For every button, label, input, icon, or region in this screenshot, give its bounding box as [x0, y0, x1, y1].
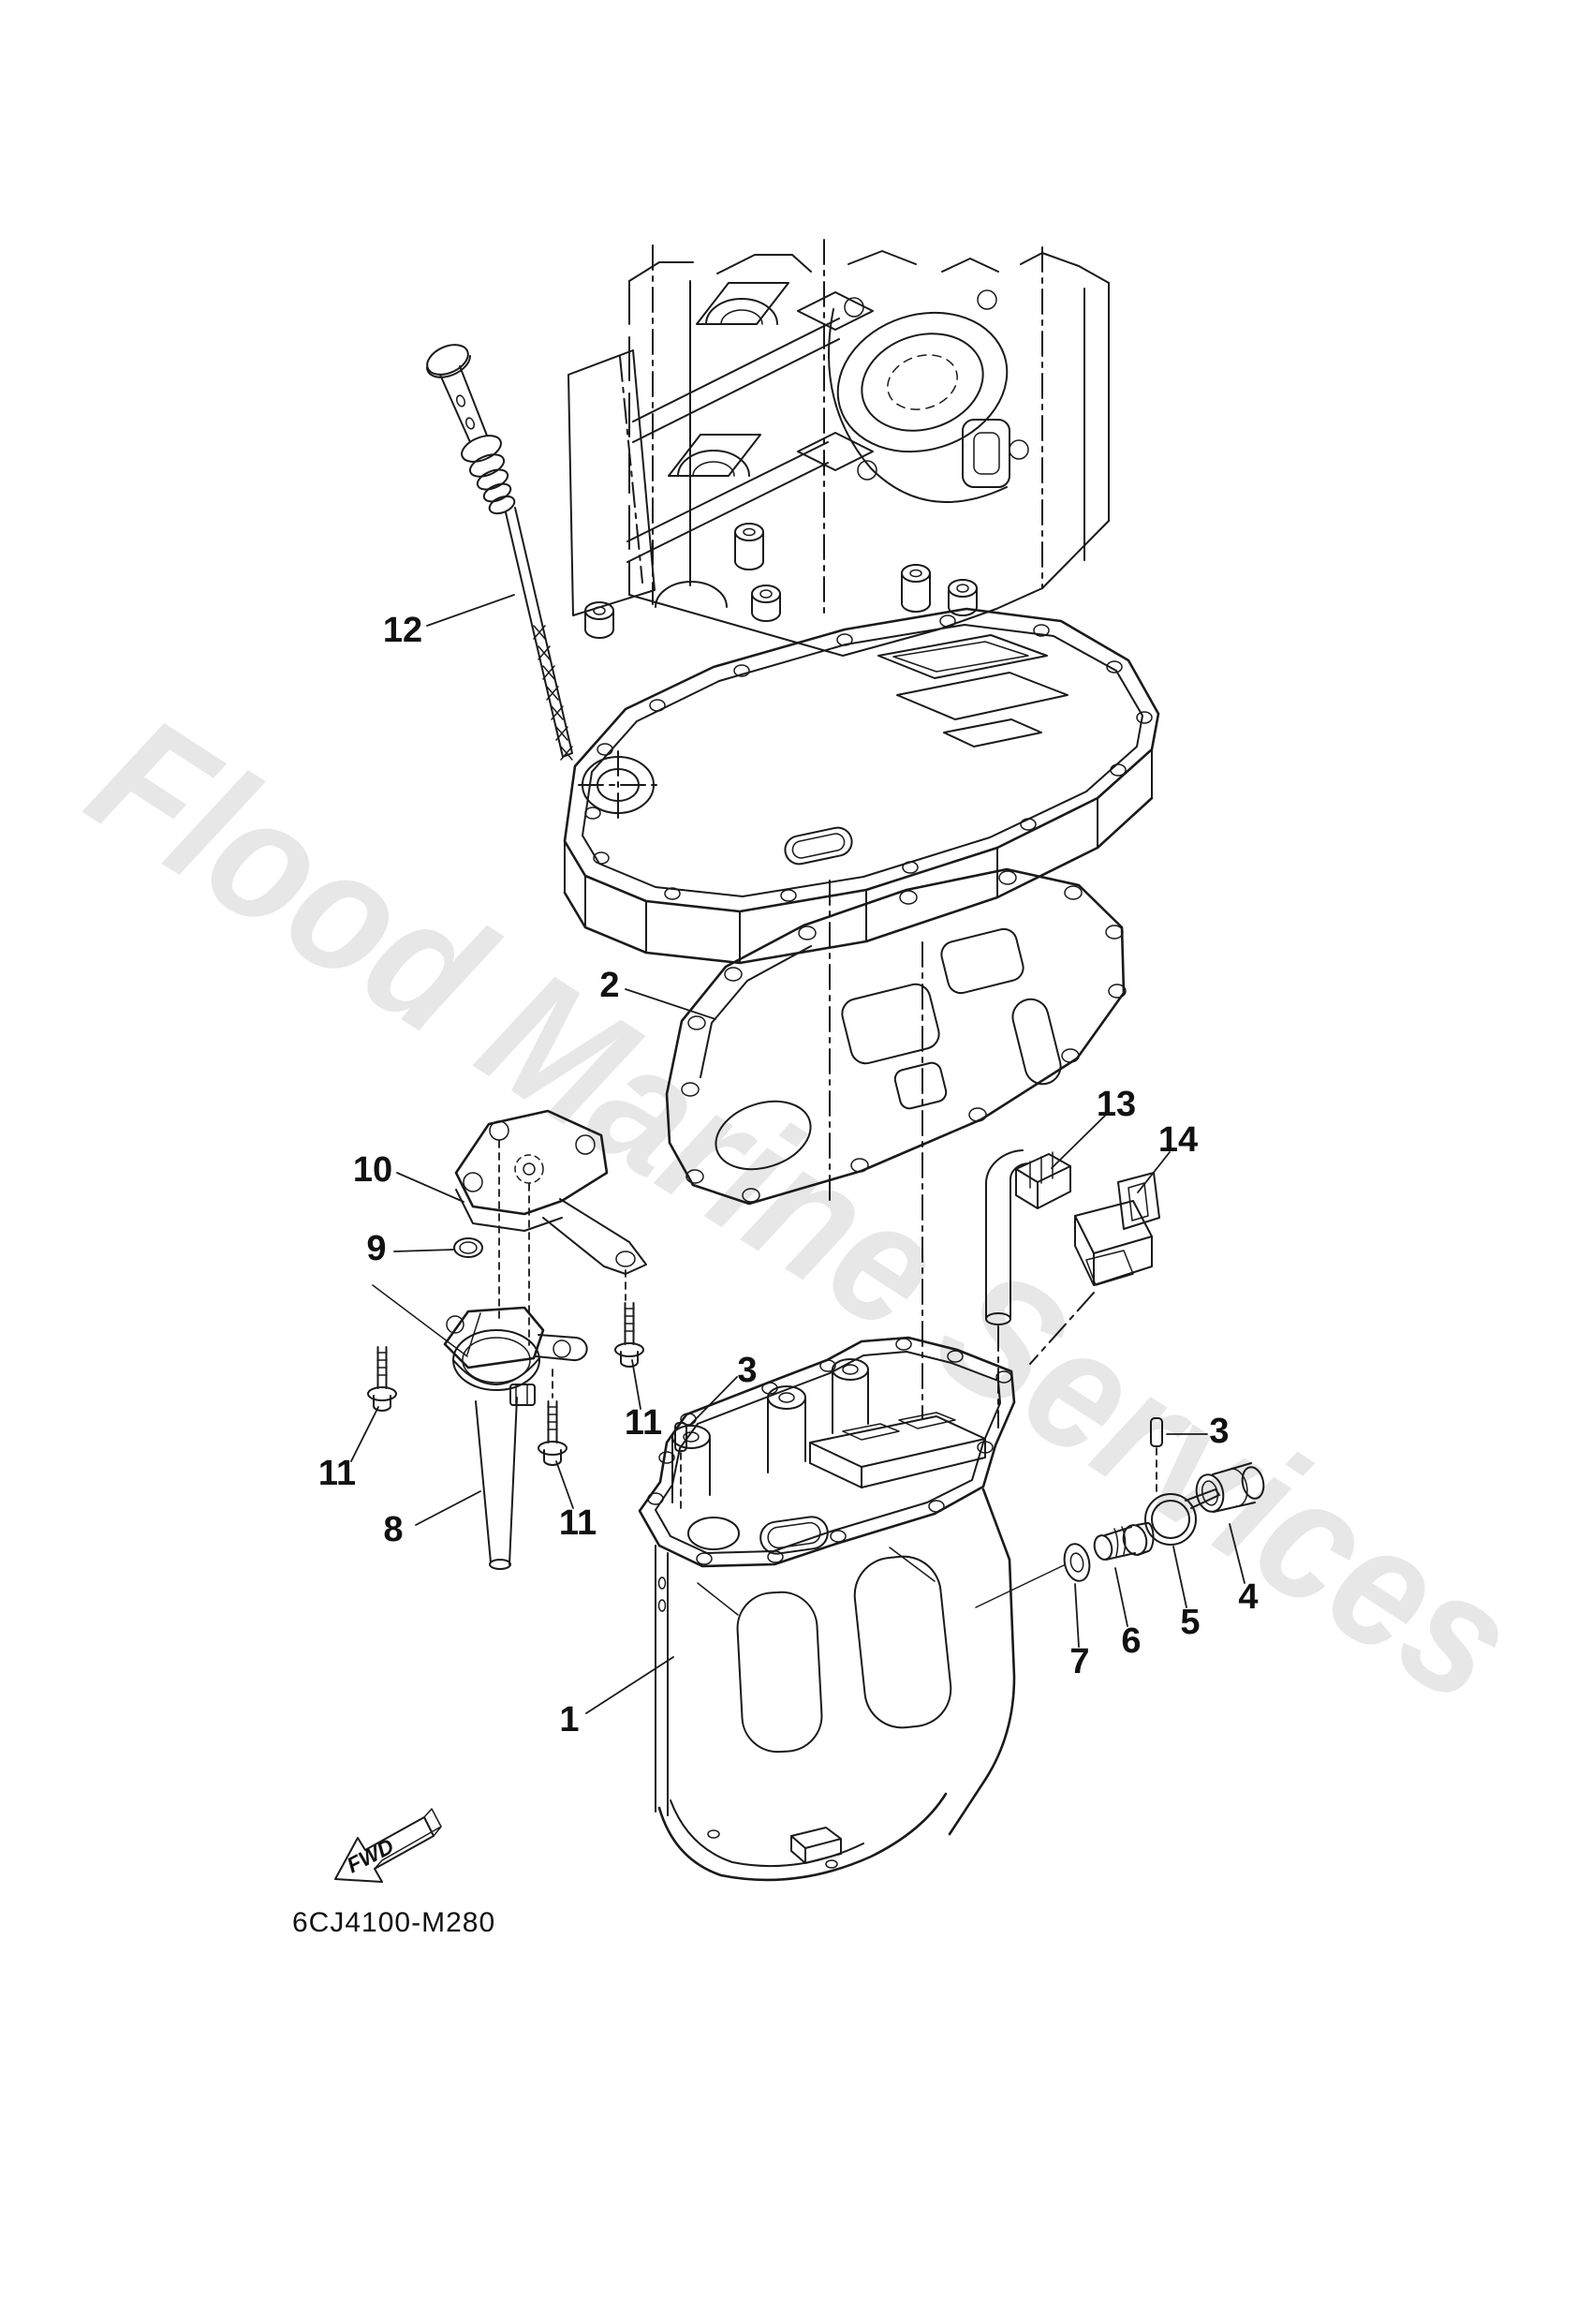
callout-6: 6: [1121, 1621, 1141, 1661]
callout-labels: 12 2 10 9 8 11 11 11 3 3 13 14 1 7 6 5 4: [318, 611, 1259, 1739]
callout-3-right: 3: [1209, 1412, 1229, 1451]
leader-lines: [350, 594, 1245, 1714]
bolt-right-drawing: [614, 1302, 644, 1368]
bolt-left-drawing: [367, 1346, 397, 1412]
dipstick-drawing: [426, 344, 573, 761]
bolt-middle-drawing: [538, 1400, 567, 1466]
callout-1: 1: [559, 1700, 579, 1739]
fwd-arrow: FWD: [334, 1808, 442, 1883]
callout-4: 4: [1238, 1577, 1258, 1617]
engine-block-drawing: [626, 239, 1110, 657]
assembly-centerlines: [498, 880, 1157, 1509]
callout-3-left: 3: [737, 1351, 757, 1390]
callout-9: 9: [366, 1229, 386, 1268]
oil-strainer-drawing: [372, 1284, 588, 1570]
callout-13: 13: [1097, 1085, 1136, 1124]
o-ring-drawing: [453, 1237, 483, 1258]
callout-5: 5: [1180, 1603, 1200, 1642]
drain-washer-drawing: [1063, 1543, 1091, 1582]
oil-pan-drawing: [638, 1336, 1016, 1882]
callout-7: 7: [1069, 1642, 1089, 1681]
breather-pipe-drawing: [985, 1149, 1071, 1325]
callout-8: 8: [383, 1510, 403, 1549]
callout-11-middle: 11: [559, 1503, 597, 1543]
callout-11-right: 11: [625, 1403, 662, 1443]
callout-11-left: 11: [318, 1454, 356, 1493]
hose-fitting-drawing: [1195, 1462, 1265, 1513]
exhaust-guide-plate-drawing: [563, 579, 1160, 965]
gasket-drawing: [665, 867, 1127, 1206]
dowel-pin-right-drawing: [1150, 1417, 1163, 1447]
callout-12: 12: [383, 611, 422, 650]
watermark-text: Flood Marine Services: [59, 680, 1546, 1739]
callout-2: 2: [599, 966, 619, 1005]
clamp-bracket-drawing: [1074, 1172, 1160, 1286]
callout-10: 10: [353, 1150, 392, 1190]
drawing-code: 6CJ4100-M280: [292, 1907, 495, 1938]
detail-frame: [567, 349, 656, 616]
callout-14: 14: [1158, 1120, 1198, 1160]
fwd-arrow-label: FWD: [343, 1833, 397, 1877]
